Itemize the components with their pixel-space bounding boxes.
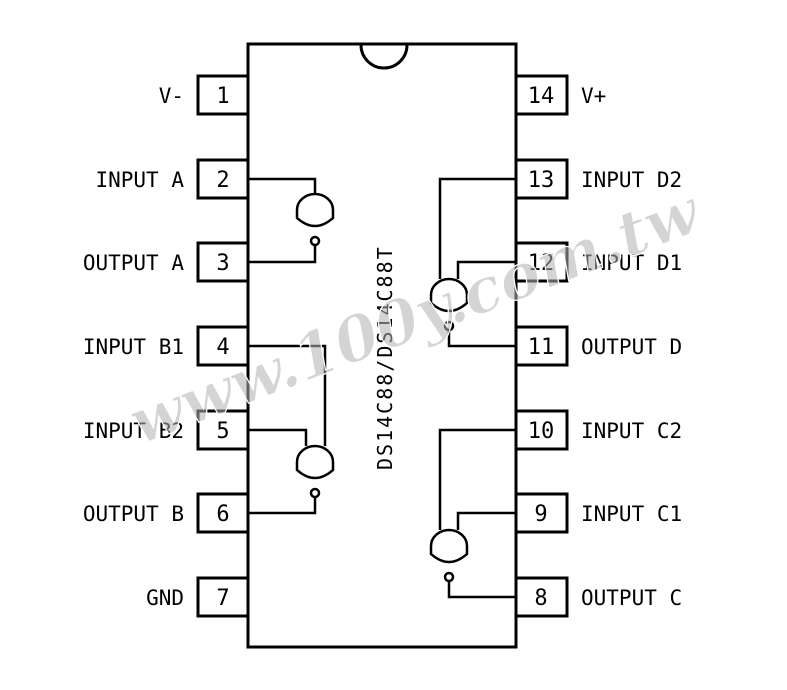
part-label: DS14C88/DS14C88T [373, 245, 397, 470]
pin-label-8: OUTPUT C [581, 586, 682, 610]
nand-gate-d [429, 177, 516, 348]
wire-gate-c-output [447, 581, 516, 599]
pin-label-11: OUTPUT D [581, 335, 682, 359]
pin-label-7: GND [146, 586, 184, 610]
pin-number-14: 14 [528, 84, 555, 109]
pin-number-12: 12 [528, 251, 555, 276]
pin-box-14 [514, 74, 569, 116]
nand-gate-a [248, 177, 335, 264]
wire-gate-b-output [248, 497, 317, 515]
gate-c-body [429, 528, 469, 564]
gate-d-body [429, 277, 469, 313]
pin-number-3: 3 [216, 251, 229, 276]
pin-number-10: 10 [528, 419, 555, 444]
pin-number-5: 5 [216, 419, 229, 444]
wire-gate-b-input-1 [248, 344, 327, 446]
pin-label-4: INPUT B1 [83, 335, 184, 359]
pin-label-10: INPUT C2 [581, 419, 682, 443]
pin-number-9: 9 [534, 502, 547, 527]
pin-number-8: 8 [534, 586, 547, 611]
pin-box-1 [196, 74, 250, 116]
pin-number-2: 2 [216, 168, 229, 193]
pin-label-5: INPUT B2 [83, 419, 184, 443]
pin-box-7 [196, 576, 250, 618]
wire-gate-c-input-1 [438, 428, 516, 530]
pin-label-14: V+ [581, 84, 606, 108]
pin-label-12: INPUT D1 [581, 251, 682, 275]
pin-number-1: 1 [216, 84, 229, 109]
pin-number-4: 4 [216, 335, 229, 360]
pin-label-13: INPUT D2 [581, 168, 682, 192]
pin-number-13: 13 [528, 168, 555, 193]
nand-gate-b [248, 344, 335, 515]
pin-label-3: OUTPUT A [83, 251, 185, 275]
wire-gate-d-input-1 [438, 177, 516, 279]
pin-number-11: 11 [528, 335, 555, 360]
chip-notch [359, 44, 409, 70]
gate-b-body [295, 444, 335, 480]
gate-a-bubble [309, 235, 321, 247]
pin-number-7: 7 [216, 586, 229, 611]
wire-gate-c-input-2 [456, 511, 516, 530]
wire-gate-d-input-2 [456, 260, 516, 279]
pin-label-2: INPUT A [95, 168, 184, 192]
wire-gate-b-input-2 [248, 428, 308, 446]
pin-label-9: INPUT C1 [581, 502, 682, 526]
pin-number-6: 6 [216, 502, 229, 527]
pin-label-6: OUTPUT B [83, 502, 184, 526]
wire-gate-a-input [248, 177, 317, 194]
wire-gate-d-output [447, 330, 516, 348]
nand-gate-c [429, 428, 516, 599]
pin-label-1: V- [159, 84, 184, 108]
watermark: www.100y.com.tw [119, 174, 711, 459]
wire-gate-a-output [248, 245, 317, 264]
gate-a-body [295, 192, 335, 228]
gate-c-bubble [443, 571, 455, 583]
gate-b-bubble [309, 487, 321, 499]
